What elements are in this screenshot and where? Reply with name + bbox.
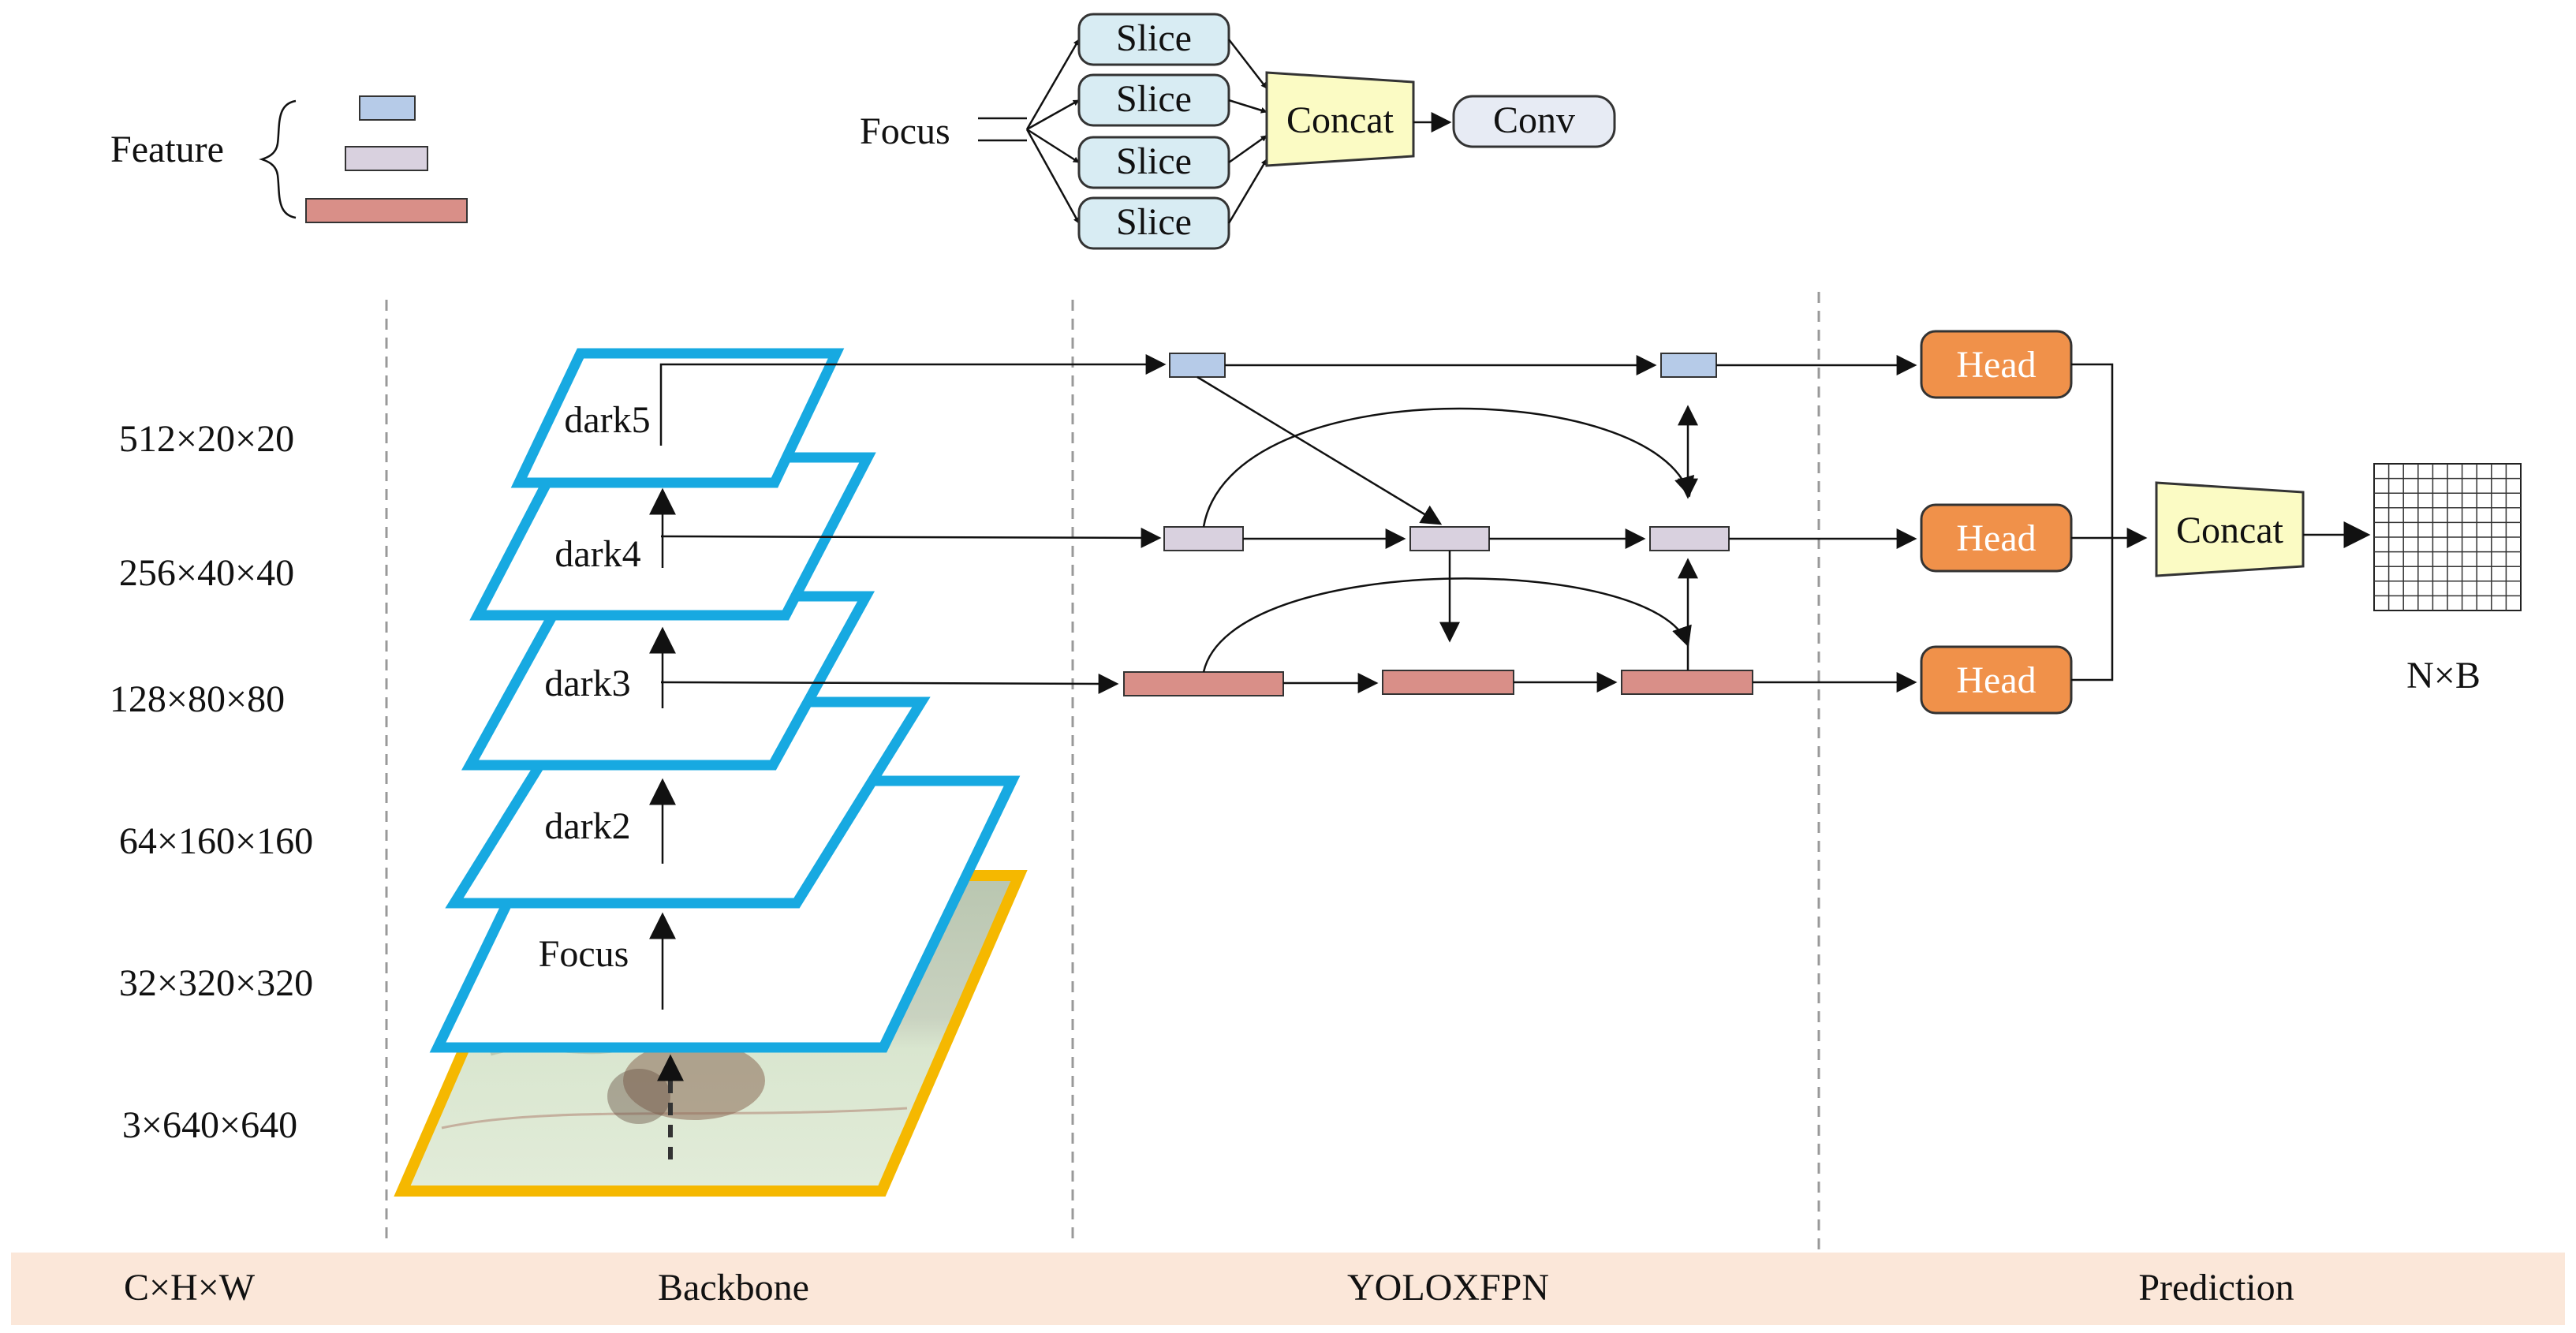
layer-label-focus: Focus — [539, 933, 629, 975]
dim-label-3: 3×640×640 — [122, 1104, 297, 1146]
fpn-node-large-3 — [1621, 670, 1753, 695]
slice-box-1: Slice — [1077, 13, 1230, 66]
footer-band: C×H×W Backbone YOLOXFPN Prediction — [11, 1253, 2565, 1325]
footer-label-prediction: Prediction — [2138, 1267, 2294, 1309]
dim-label-64: 64×160×160 — [119, 820, 313, 862]
fpn-network — [1123, 353, 1917, 696]
dim-label-256: 256×40×40 — [119, 552, 294, 594]
focus-concat-box: Concat — [1265, 71, 1415, 167]
layer-label-dark4: dark4 — [554, 533, 640, 575]
head-box-1: Head — [1920, 330, 2073, 399]
layer-label-dark5: dark5 — [564, 399, 650, 441]
fpn-node-medium-2 — [1409, 526, 1490, 551]
prediction-output: Concat N×B — [2155, 463, 2522, 696]
backbone-plane-dark5: dark5 — [510, 348, 845, 488]
output-grid — [2373, 463, 2522, 611]
dim-label-128: 128×80×80 — [110, 678, 285, 720]
conv-box: Conv — [1452, 95, 1616, 148]
head-box-2: Head — [1920, 503, 2073, 573]
feature-brace — [259, 99, 297, 219]
footer-label-chw: C×H×W — [124, 1267, 256, 1309]
head-label-3: Head — [1956, 659, 2036, 701]
dim-label-32: 32×320×320 — [119, 962, 313, 1004]
prediction-concat-label: Concat — [2176, 510, 2284, 551]
head-box-3: Head — [1920, 645, 2073, 715]
fpn-node-large-1 — [1123, 671, 1284, 696]
fpn-node-small-1 — [1169, 353, 1226, 378]
head-label-2: Head — [1956, 517, 2036, 559]
footer-label-yoloxfpn: YOLOXFPN — [1347, 1267, 1549, 1309]
slice-label-3: Slice — [1116, 140, 1192, 182]
focus-module: Focus Slice Slice Slice Slice Concat — [860, 13, 1616, 250]
focus-concat-label: Concat — [1286, 99, 1394, 141]
layer-label-dark2: dark2 — [544, 805, 630, 847]
fpn-node-small-2 — [1660, 353, 1717, 378]
backbone-planes: Focus dark2 dark3 dark4 dark5 — [429, 348, 1021, 1053]
slice-label-1: Slice — [1116, 17, 1192, 59]
dimension-labels: 512×20×20 256×40×40 128×80×80 64×160×160… — [110, 418, 313, 1146]
prediction-concat-box: Concat — [2155, 481, 2305, 577]
slice-box-4: Slice — [1077, 196, 1230, 250]
feature-large-box — [305, 198, 468, 223]
conv-label: Conv — [1493, 99, 1575, 141]
output-label: N×B — [2406, 655, 2481, 696]
slice-box-3: Slice — [1077, 136, 1230, 189]
dim-label-512: 512×20×20 — [119, 418, 294, 460]
prediction-heads: Head Head Head — [1920, 330, 2148, 715]
head-label-1: Head — [1956, 344, 2036, 386]
feature-legend: Feature — [110, 95, 468, 223]
focus-module-label: Focus — [860, 110, 950, 152]
fpn-node-medium-3 — [1649, 526, 1730, 551]
slice-label-4: Slice — [1116, 201, 1192, 243]
footer-background — [11, 1253, 2565, 1325]
slice-box-2: Slice — [1077, 73, 1230, 127]
backbone-to-fpn-arrows — [659, 354, 1167, 694]
feature-label: Feature — [110, 129, 224, 170]
layer-label-dark3: dark3 — [544, 663, 630, 704]
slice-label-2: Slice — [1116, 78, 1192, 120]
feature-small-box — [359, 95, 416, 121]
fpn-node-medium-1 — [1163, 526, 1244, 551]
fpn-node-large-2 — [1382, 670, 1514, 695]
feature-medium-box — [345, 146, 428, 171]
footer-label-backbone: Backbone — [658, 1267, 809, 1309]
backbone-plane-dark3: dark3 — [461, 591, 875, 771]
